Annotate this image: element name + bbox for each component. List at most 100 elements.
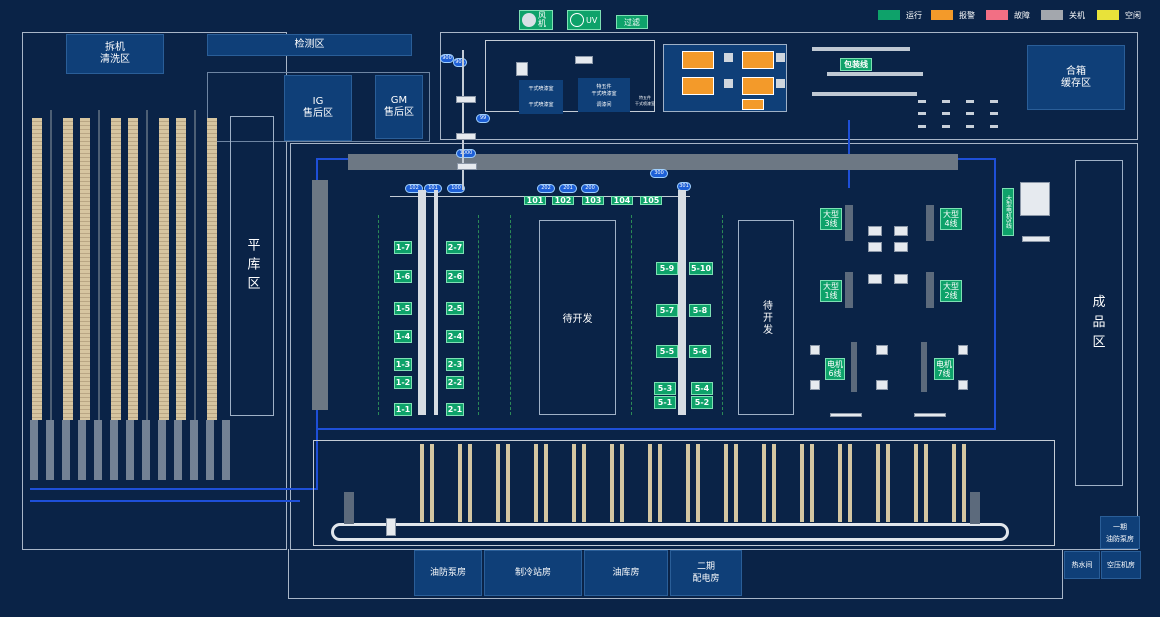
oven-unit-alarm[interactable]: [682, 77, 714, 95]
workcell[interactable]: 2-1: [446, 403, 464, 416]
workcell[interactable]: 2-2: [446, 376, 464, 389]
transfer-car[interactable]: [456, 96, 476, 103]
zone-to-develop-2[interactable]: 待开发: [738, 220, 794, 415]
zone-flat-storage[interactable]: 平库区: [230, 116, 274, 416]
oven-unit-alarm[interactable]: [742, 99, 764, 110]
workcell[interactable]: 1-7: [394, 241, 412, 254]
workcell[interactable]: 1-2: [394, 376, 412, 389]
loop-car[interactable]: [386, 518, 396, 536]
workcell-label: 2-4: [447, 332, 463, 341]
workcell[interactable]: 5-10: [689, 262, 713, 275]
workcell[interactable]: 5-3: [654, 382, 676, 395]
oven-unit-alarm[interactable]: [742, 77, 774, 95]
workcell[interactable]: 2-6: [446, 270, 464, 283]
conveyor-node[interactable]: 201: [559, 184, 577, 193]
conveyor-node[interactable]: 101: [424, 184, 442, 193]
room-oil-storage[interactable]: 油库房: [584, 550, 668, 596]
legend-label-alarm: 报警: [959, 11, 975, 20]
transfer-car[interactable]: [457, 163, 477, 170]
central-lift[interactable]: [678, 190, 686, 415]
workcell[interactable]: 5-8: [689, 304, 711, 317]
zone-gm-aftersales[interactable]: GM 售后区: [375, 75, 423, 139]
zone-to-develop-1-label: 待开发: [562, 314, 593, 325]
large-line-3[interactable]: 大型 3线: [820, 208, 842, 230]
conveyor-node[interactable]: 100: [447, 184, 465, 193]
zone-box-buffer[interactable]: 合箱 缓存区: [1027, 45, 1125, 110]
zone-dismantle-wash[interactable]: 拆机 清洗区: [66, 34, 164, 74]
dry-booth-2[interactable]: 干式喷漆室: [519, 96, 563, 112]
workcell[interactable]: 1-1: [394, 403, 412, 416]
bottom-area-frame: [313, 440, 1055, 546]
workcell[interactable]: 1-5: [394, 302, 412, 315]
stacker-aisle: [50, 110, 52, 420]
route-node[interactable]: 101: [524, 196, 546, 205]
transfer-car[interactable]: [456, 133, 476, 140]
workcell[interactable]: 5-1: [654, 396, 676, 409]
workcell[interactable]: 2-7: [446, 241, 464, 254]
room-refrigeration[interactable]: 制冷站房: [484, 550, 582, 596]
fan-status[interactable]: 风机: [519, 10, 553, 30]
large-line-2[interactable]: 大型 2线: [940, 280, 962, 302]
zone-finished[interactable]: 成品区: [1075, 160, 1123, 486]
room-phase1-fire-pump-label: 一期 油防泵房: [1106, 522, 1134, 543]
filter-status[interactable]: 过滤: [616, 15, 648, 29]
workcell[interactable]: 5-5: [656, 345, 678, 358]
room-air-compressor[interactable]: 空压机房: [1101, 551, 1141, 579]
workcell[interactable]: 1-4: [394, 330, 412, 343]
oven-area[interactable]: [663, 44, 787, 112]
special-booth[interactable]: 特五件 干式喷漆室 调漆间: [578, 78, 630, 112]
workcell[interactable]: 5-9: [656, 262, 678, 275]
uv-status[interactable]: UV: [567, 10, 601, 30]
workcell[interactable]: 2-3: [446, 358, 464, 371]
central-lift[interactable]: [434, 190, 438, 415]
machine: [868, 242, 882, 252]
workcell[interactable]: 1-6: [394, 270, 412, 283]
storage-bar: [610, 444, 614, 522]
room-oil-fire-pump[interactable]: 油防泵房: [414, 550, 482, 596]
route-node[interactable]: 105: [640, 196, 662, 205]
workcell[interactable]: 1-3: [394, 358, 412, 371]
overhead-track[interactable]: [348, 154, 958, 170]
conveyor-node[interactable]: 900: [440, 54, 454, 63]
zone-inspection[interactable]: 检测区: [207, 34, 412, 56]
machine: [876, 380, 888, 390]
room-power-2[interactable]: 二期 配电房: [670, 550, 742, 596]
conveyor-node[interactable]: 99: [476, 114, 490, 123]
conveyor-node[interactable]: 102: [405, 184, 423, 193]
room-oil-storage-label: 油库房: [612, 568, 640, 578]
motor-line-6[interactable]: 电机 6线: [825, 358, 845, 380]
ig-gm-frame: [207, 72, 430, 142]
large-line-4[interactable]: 大型 4线: [940, 208, 962, 230]
room-phase1-fire-pump[interactable]: 一期 油防泵房: [1100, 516, 1140, 549]
conveyor-node[interactable]: 901: [453, 58, 467, 67]
workcell[interactable]: 2-5: [446, 302, 464, 315]
workcell[interactable]: 5-6: [689, 345, 711, 358]
dry-booth-1[interactable]: 干式喷漆室: [519, 80, 563, 96]
side-track[interactable]: [312, 180, 328, 410]
large-line-1[interactable]: 大型 1线: [820, 280, 842, 302]
workcell[interactable]: 5-7: [656, 304, 678, 317]
motor-line-7[interactable]: 电机 7线: [934, 358, 954, 380]
zone-ig-aftersales[interactable]: IG 售后区: [284, 75, 352, 141]
route-node[interactable]: 103: [582, 196, 604, 205]
packing-line[interactable]: 包装线: [840, 58, 872, 71]
room-hot-water-label: 热水间: [1071, 561, 1093, 569]
workcell-label: 5-8: [692, 306, 708, 315]
zone-to-develop-1[interactable]: 待开发: [539, 220, 616, 415]
workcell[interactable]: 5-2: [691, 396, 713, 409]
conveyor-node[interactable]: 200: [581, 184, 599, 193]
route-node[interactable]: 102: [552, 196, 574, 205]
conveyor-node[interactable]: 300: [650, 169, 668, 178]
workcell[interactable]: 5-4: [691, 382, 713, 395]
large-line-5[interactable]: 大型电机5线: [1002, 188, 1014, 236]
room-hot-water[interactable]: 热水间: [1064, 551, 1100, 579]
central-lift[interactable]: [418, 190, 426, 415]
oven-unit-alarm[interactable]: [682, 51, 714, 69]
small-booth[interactable]: 特五件 干式喷漆室: [630, 90, 660, 106]
conveyor-node[interactable]: 202: [537, 184, 555, 193]
pallet: [942, 100, 950, 103]
route-node[interactable]: 104: [611, 196, 633, 205]
conveyor-node[interactable]: 1000: [456, 149, 476, 158]
workcell[interactable]: 2-4: [446, 330, 464, 343]
oven-unit-alarm[interactable]: [742, 51, 774, 69]
